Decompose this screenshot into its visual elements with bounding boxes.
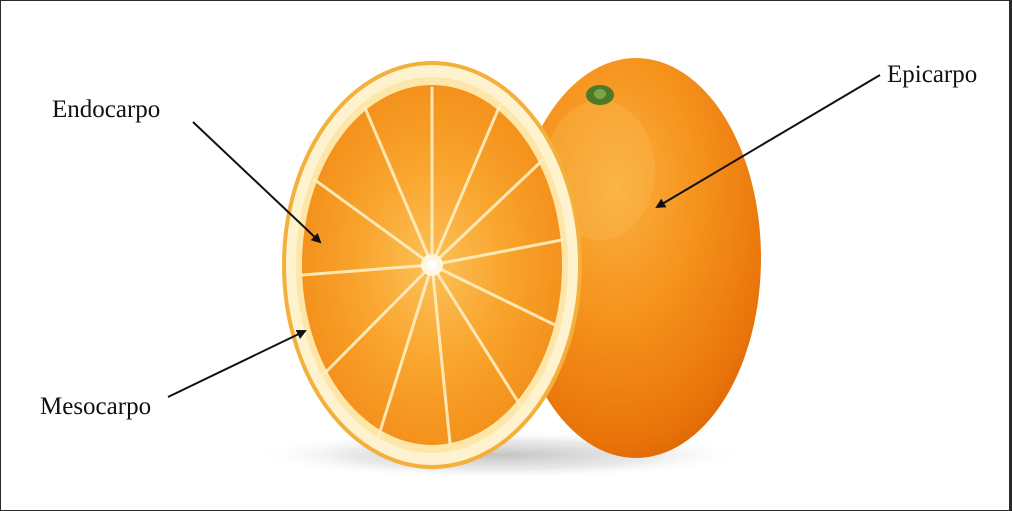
label-endocarp: Endocarpo [52,97,160,122]
stem-icon [586,85,614,105]
arrow-mesocarp [168,331,305,397]
halved-orange [284,63,580,467]
label-mesocarp: Mesocarpo [40,394,151,419]
label-epicarp: Epicarpo [887,62,977,87]
